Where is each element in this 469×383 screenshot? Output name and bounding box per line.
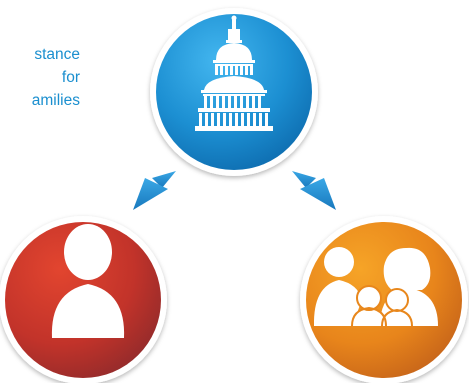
caption-line-1: stance [34, 46, 80, 63]
individual-node [0, 216, 167, 383]
caption-text: stance for amilies [0, 43, 80, 112]
arrow-to-individual [133, 171, 176, 210]
family-icon [313, 247, 438, 326]
capitol-dome-icon [195, 15, 273, 131]
caption-line-2: for [61, 69, 80, 86]
person-icon [51, 224, 125, 338]
caption-line-3: amilies [31, 92, 80, 109]
government-node [150, 8, 318, 176]
arrow-to-family [292, 171, 336, 210]
family-node [300, 216, 468, 383]
